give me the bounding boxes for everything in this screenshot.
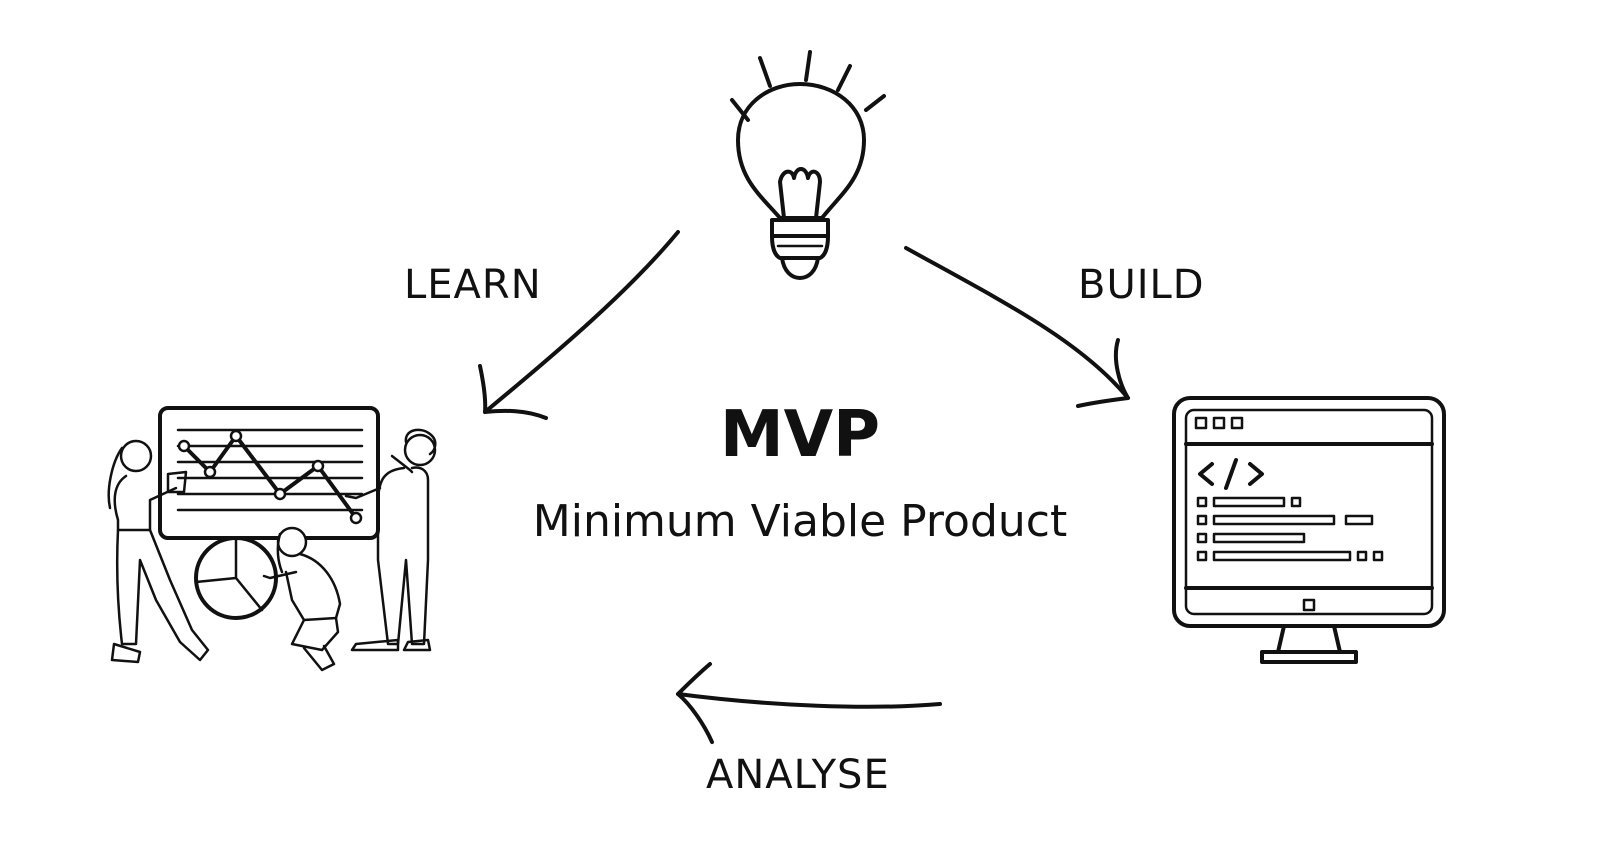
arrow-build [904, 246, 1130, 408]
team-analytics-icon [107, 406, 437, 672]
diagram-subtitle: Minimum Viable Product [532, 496, 1068, 547]
arrow-learn [478, 230, 680, 420]
diagram-title: MVP [719, 398, 881, 472]
step-analyse-label: ANALYSE [706, 752, 890, 798]
step-build-label: BUILD [1078, 262, 1205, 308]
computer-code-icon [1172, 396, 1446, 664]
step-learn-label: LEARN [404, 262, 542, 308]
arrow-analyse [676, 662, 942, 744]
lightbulb-icon [730, 50, 886, 280]
